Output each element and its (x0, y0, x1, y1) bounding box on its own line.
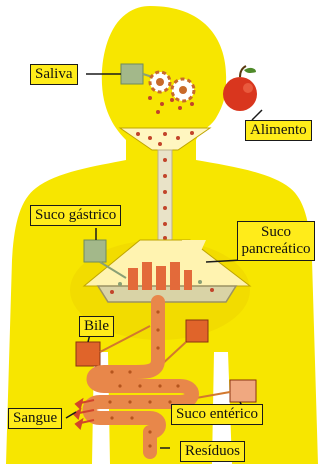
label-residuos: Resíduos (180, 441, 245, 462)
label-sangue: Sangue (8, 408, 62, 429)
esophagus (158, 150, 172, 245)
stomach-tray (98, 286, 236, 302)
label-suco-enterico: Suco entérico (171, 404, 263, 425)
label-bile: Bile (79, 316, 114, 337)
label-suco-pancreatico-line2: pancreático (241, 241, 311, 258)
label-suco-gastrico: Suco gástrico (30, 205, 121, 226)
label-alimento: Alimento (245, 120, 312, 141)
label-suco-pancreatico-line1: Suco (241, 224, 311, 241)
salivary-gear-1 (150, 72, 170, 92)
label-saliva: Saliva (30, 64, 78, 85)
label-suco-pancreatico: Suco pancreático (237, 221, 315, 261)
apple-icon (223, 66, 257, 111)
salivary-gear-2 (172, 79, 194, 101)
